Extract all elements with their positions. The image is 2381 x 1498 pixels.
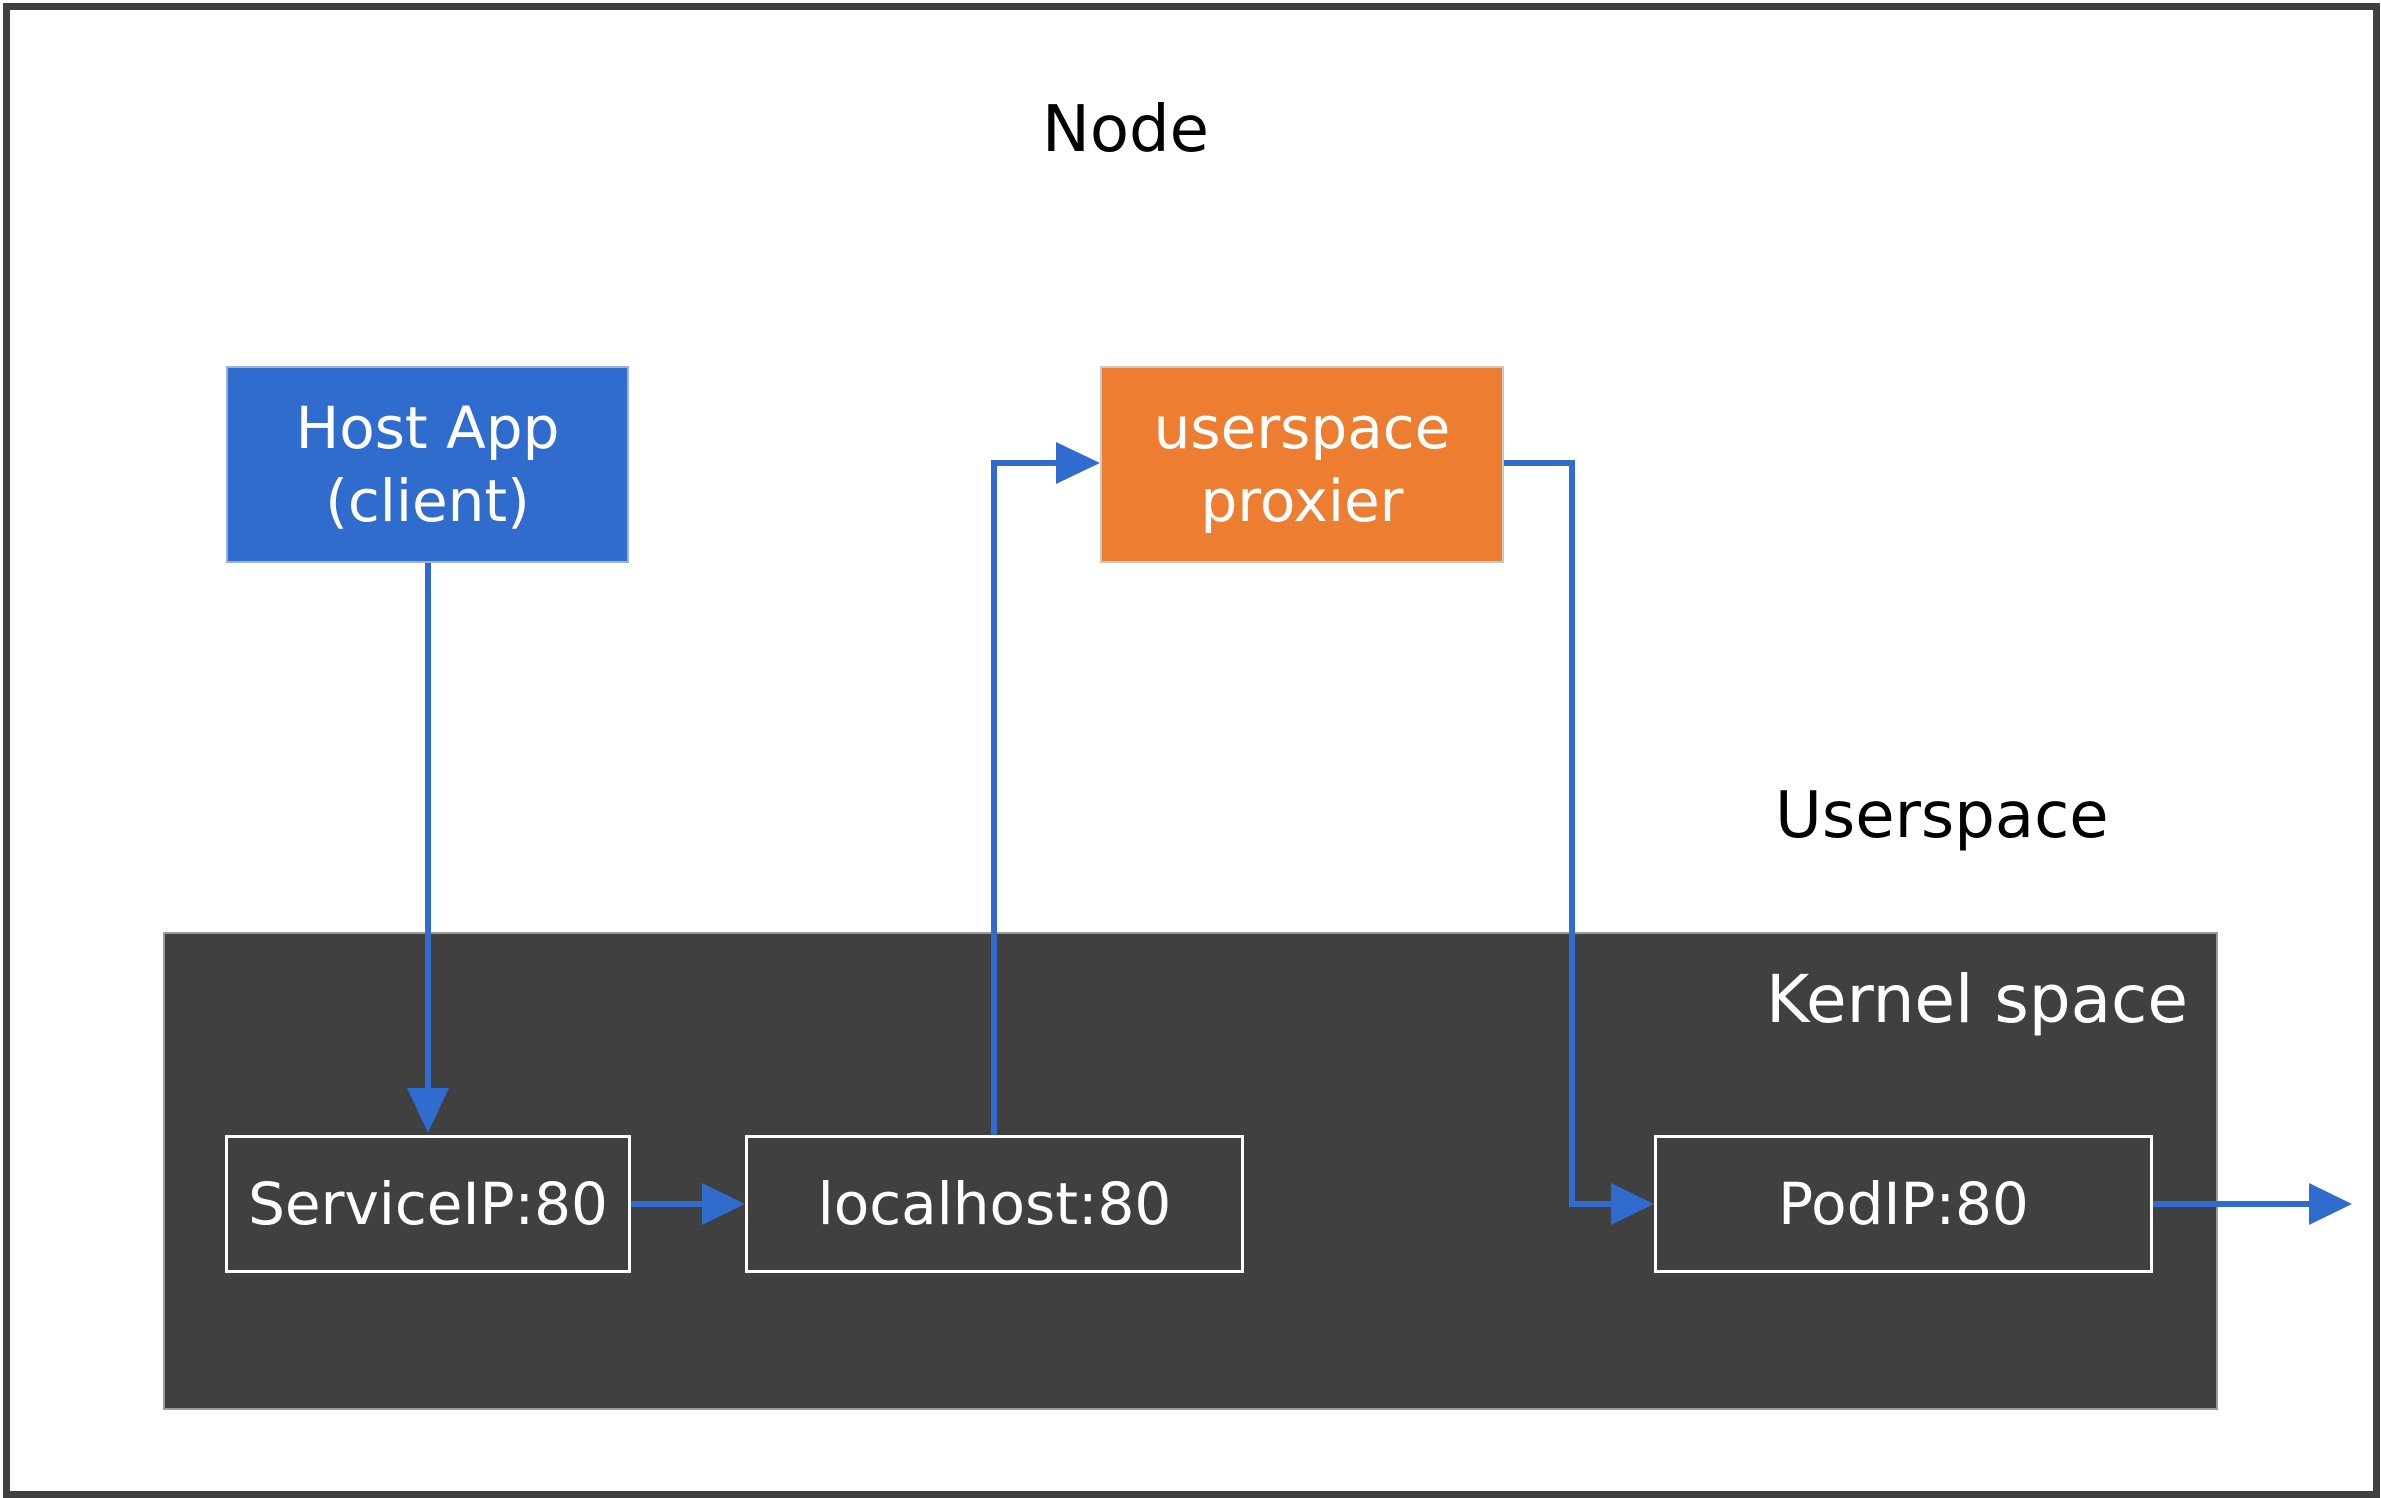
arrow-localhost-to-proxier <box>991 460 1056 1135</box>
service-ip-label: ServiceIP:80 <box>248 1169 608 1238</box>
localhost-label: localhost:80 <box>817 1169 1172 1238</box>
arrowhead-pod-out <box>2309 1183 2352 1225</box>
proxier-label-line2: proxier <box>1200 466 1404 535</box>
arrowhead-localhost-to-proxier <box>1056 442 1100 484</box>
node-frame <box>3 3 2380 1498</box>
pod-ip-box: PodIP:80 <box>1654 1135 2153 1273</box>
arrowhead-proxier-to-pod <box>1611 1183 1654 1225</box>
kernel-space-label: Kernel space <box>1766 961 2188 1038</box>
host-app-box: Host App (client) <box>226 366 629 563</box>
userspace-label: Userspace <box>1775 779 2109 853</box>
node-label: Node <box>1042 93 1210 167</box>
userspace-proxier-box: userspace proxier <box>1100 366 1504 563</box>
proxier-label-line1: userspace <box>1153 394 1451 462</box>
service-ip-box: ServiceIP:80 <box>225 1135 631 1273</box>
kernel-space-region <box>163 932 2218 1410</box>
arrowhead-service-to-localhost <box>702 1183 745 1225</box>
arrow-proxier-to-pod <box>1504 460 1611 1207</box>
host-app-sublabel: (client) <box>325 466 530 535</box>
localhost-box: localhost:80 <box>745 1135 1244 1273</box>
arrowhead-host-to-service <box>407 1088 449 1133</box>
pod-ip-label: PodIP:80 <box>1778 1169 2029 1238</box>
host-app-label: Host App <box>295 394 560 462</box>
